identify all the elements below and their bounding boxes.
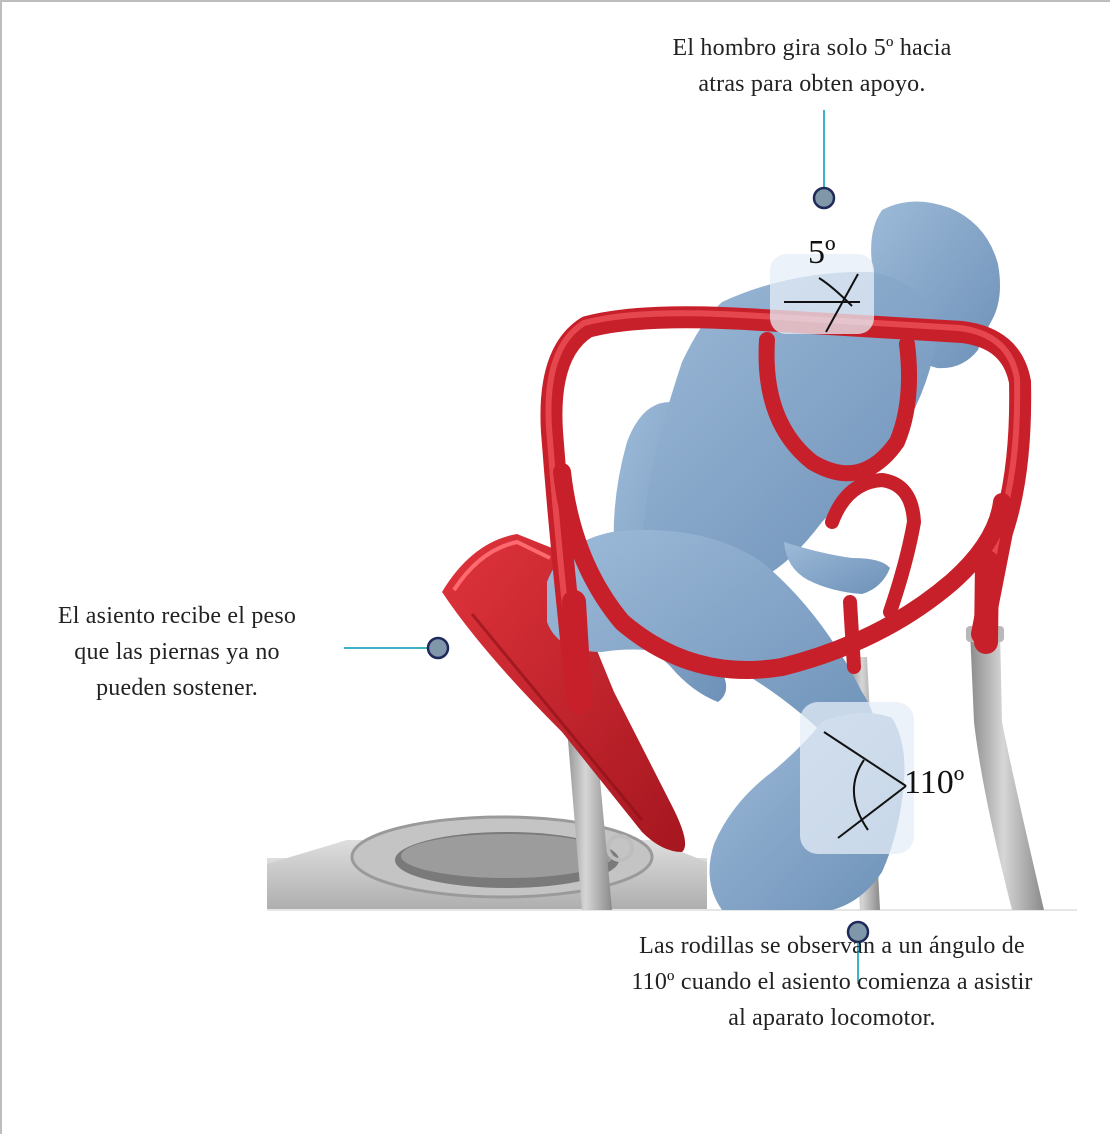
shoulder-annotation-line: El hombro gira solo 5º hacia xyxy=(672,35,952,61)
shoulder-callout xyxy=(812,110,836,210)
walker-frame xyxy=(540,306,1032,714)
shoulder-annotation: El hombro gira solo 5º hacia atras para … xyxy=(592,30,1032,102)
seat-annotation-line: que las piernas ya no xyxy=(74,639,280,665)
seat-annotation-line: El asiento recibe el peso xyxy=(57,603,297,629)
seat-annotation: El asiento recibe el peso que las pierna… xyxy=(12,598,342,706)
tilting-seat xyxy=(442,534,686,852)
knees-annotation-line: Las rodillas se observan a un ángulo de xyxy=(639,933,1025,959)
seat-callout xyxy=(344,636,450,660)
knee-angle-label: 110º xyxy=(904,764,965,801)
knee-angle-marker xyxy=(823,731,907,839)
knee-angle-highlight xyxy=(800,702,914,854)
knees-callout xyxy=(846,920,870,984)
shoulder-angle-label: 5º xyxy=(808,234,836,271)
knees-annotation: Las rodillas se observan a un ángulo de … xyxy=(562,928,1102,1036)
shoulder-angle-marker xyxy=(784,273,860,333)
knees-annotation-line: 110º cuando el asiento comienza a asisti… xyxy=(631,969,1033,995)
seat-annotation-line: pueden sostener. xyxy=(96,675,258,701)
knees-annotation-line: al aparato locomotor. xyxy=(728,1005,936,1031)
shoulder-angle-highlight xyxy=(770,254,874,334)
shoulder-annotation-line: atras para obten apoyo. xyxy=(698,71,926,97)
